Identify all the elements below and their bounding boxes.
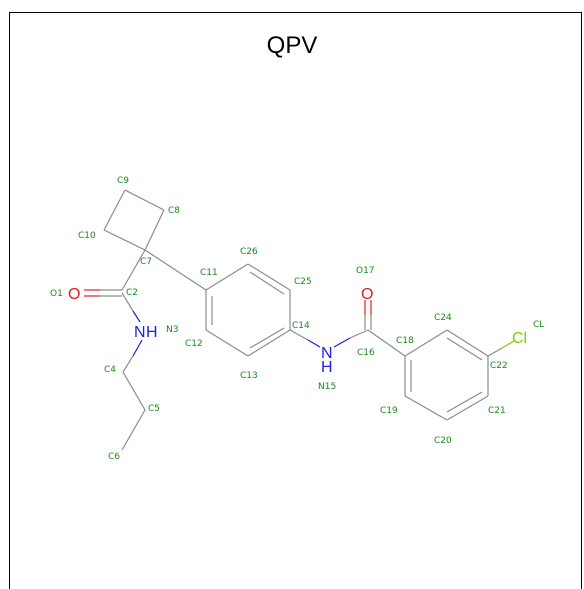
atom-label-c16: C16 bbox=[357, 348, 375, 358]
atom-symbol-cl: Cl bbox=[512, 330, 527, 347]
bond-c4-c5 bbox=[122, 371, 146, 411]
diagram-frame bbox=[9, 12, 582, 589]
bond-c16-c18 bbox=[367, 329, 406, 357]
atom-symbol-h-n15: H bbox=[321, 359, 333, 376]
atom-label-c22: C22 bbox=[490, 361, 508, 371]
atom-label-c19: C19 bbox=[380, 406, 398, 416]
atom-symbol-n15: N bbox=[321, 345, 333, 362]
bond-group-benzene-2 bbox=[404, 329, 489, 421]
atom-symbol-o17: O bbox=[361, 286, 373, 303]
atom-label-o17: O17 bbox=[356, 266, 375, 276]
atom-label-c14: C14 bbox=[292, 321, 310, 331]
atom-label-c25: C25 bbox=[294, 277, 312, 287]
atom-label-n3: N3 bbox=[166, 325, 178, 335]
atom-label-o1: O1 bbox=[50, 289, 63, 299]
atom-symbol-h-n3: H bbox=[146, 324, 158, 341]
atom-label-c11: C11 bbox=[200, 268, 218, 278]
bond-n3-c4-n bbox=[132, 339, 143, 357]
bond-c16-o17 bbox=[364, 300, 372, 330]
bond-n3-c4 bbox=[122, 355, 134, 373]
bond-c7-c11 bbox=[144, 249, 207, 291]
bond-c5-c6 bbox=[121, 409, 146, 451]
bond-group-cyclobutane bbox=[103, 189, 165, 251]
bond-c7-c2 bbox=[121, 249, 146, 291]
bond-n15-c16-n bbox=[333, 337, 351, 348]
atom-label-c9: C9 bbox=[117, 176, 129, 186]
atom-label-c2: C2 bbox=[126, 288, 138, 298]
atom-label-c21: C21 bbox=[488, 406, 506, 416]
bond-group-benzene-1 bbox=[205, 263, 291, 357]
atom-label-c18: C18 bbox=[396, 336, 414, 346]
bond-c22-cl bbox=[487, 347, 503, 357]
bond-c14-n15 bbox=[289, 329, 309, 341]
atom-label-c24: C24 bbox=[434, 313, 452, 323]
atom-label-c8: C8 bbox=[168, 206, 180, 216]
atom-symbol-n3: N bbox=[134, 324, 146, 341]
bond-n15-c16 bbox=[349, 329, 369, 339]
atom-label-c10: C10 bbox=[78, 231, 96, 241]
bond-c2-n3-n bbox=[132, 310, 141, 323]
molecule-title: QPV bbox=[266, 32, 318, 59]
atom-label-c26: C26 bbox=[240, 247, 258, 257]
atom-label-c12: C12 bbox=[185, 339, 203, 349]
atom-label-c4: C4 bbox=[104, 365, 116, 375]
atom-label-cl: CL bbox=[533, 320, 544, 330]
atom-label-n15: N15 bbox=[318, 382, 336, 392]
bond-c22-cl-cl bbox=[501, 340, 515, 349]
atom-label-c7: C7 bbox=[140, 257, 152, 267]
atom-symbol-o1: O bbox=[68, 286, 80, 303]
bond-c2-n3 bbox=[121, 292, 134, 312]
atom-label-c13: C13 bbox=[240, 371, 258, 381]
bond-c14-n15-n bbox=[307, 339, 321, 348]
atom-label-c6: C6 bbox=[108, 452, 120, 462]
atom-label-c5: C5 bbox=[148, 404, 160, 414]
bond-c2-o1 bbox=[84, 289, 122, 297]
atom-label-c20: C20 bbox=[434, 436, 452, 446]
